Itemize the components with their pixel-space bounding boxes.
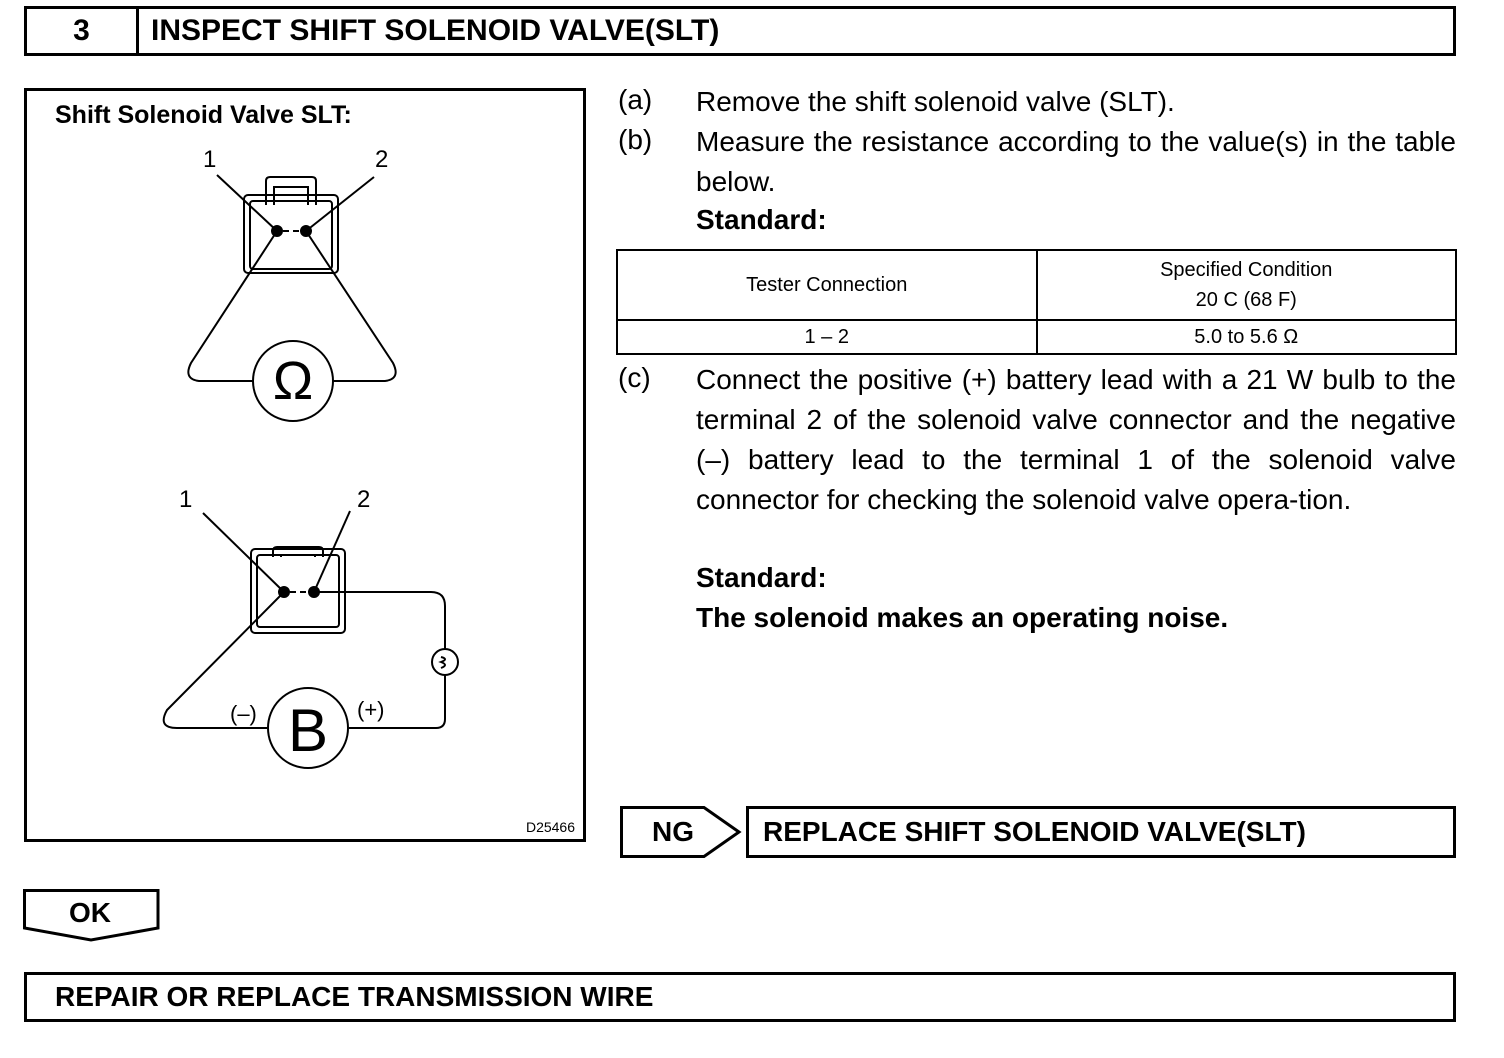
negative-lead bbox=[162, 591, 285, 729]
step-b-text: Measure the resistance according to the … bbox=[696, 126, 1456, 197]
step-b-standard: Standard: bbox=[696, 204, 827, 235]
lower-terminal-2-label: 2 bbox=[357, 486, 370, 513]
ng-tag: NG bbox=[620, 806, 742, 858]
ng-arrow-icon bbox=[620, 806, 742, 858]
step-a-label: (a) bbox=[618, 84, 653, 115]
upper-terminal-1-label: 1 bbox=[203, 146, 216, 173]
step-title: INSPECT SHIFT SOLENOID VALVE(SLT) bbox=[151, 14, 720, 47]
table-row: 1 – 2 5.0 to 5.6 Ω bbox=[616, 319, 1457, 355]
figure-id: D25466 bbox=[525, 819, 575, 835]
step-c-label: (c) bbox=[618, 362, 651, 393]
ok-arrow-icon bbox=[23, 889, 160, 942]
cell-connection: 1 – 2 bbox=[616, 319, 1038, 355]
spec-table: Tester Connection Specified Condition 20… bbox=[616, 249, 1457, 355]
header-condition-line2: 20 C (68 F) bbox=[1195, 289, 1297, 311]
battery-icon bbox=[267, 687, 349, 769]
solenoid-diagram: 1 2 Ω 1 2 B (–) (+) bbox=[162, 146, 459, 769]
step-c-text: Connect the positive (+) battery lead wi… bbox=[696, 364, 1456, 515]
upper-leader-1 bbox=[216, 174, 278, 232]
step-number: 3 bbox=[27, 9, 139, 53]
header-condition-line1: Specified Condition bbox=[1160, 259, 1333, 281]
positive-lead bbox=[314, 591, 446, 649]
lower-leader-1 bbox=[202, 512, 285, 593]
solenoid-figure: 1 2 Ω 1 2 B (–) (+) Shift Solenoid Valve… bbox=[24, 88, 586, 842]
battery-symbol: B bbox=[288, 697, 328, 764]
table-header-row: Tester Connection Specified Condition 20… bbox=[616, 249, 1457, 321]
ohmmeter-lead-2 bbox=[305, 230, 397, 382]
step-a-text: Remove the shift solenoid valve (SLT). bbox=[696, 86, 1175, 117]
cell-condition: 5.0 to 5.6 Ω bbox=[1035, 319, 1457, 355]
ok-label: OK bbox=[69, 897, 111, 928]
ok-tag: OK bbox=[22, 888, 162, 944]
figure-title: Shift Solenoid Valve SLT: bbox=[55, 101, 352, 129]
positive-lead-to-battery bbox=[349, 675, 446, 729]
header-specified-condition: Specified Condition 20 C (68 F) bbox=[1035, 249, 1457, 321]
ng-label: NG bbox=[652, 816, 694, 847]
negative-label: (–) bbox=[230, 701, 257, 726]
header-tester-connection: Tester Connection bbox=[616, 249, 1038, 321]
step-c-standard-value: The solenoid makes an operating noise. bbox=[696, 602, 1229, 633]
final-action: REPAIR OR REPLACE TRANSMISSION WIRE bbox=[24, 972, 1456, 1022]
bulb-icon bbox=[431, 648, 459, 676]
bulb-filament-icon bbox=[438, 656, 446, 669]
upper-leader-2 bbox=[305, 176, 375, 232]
positive-label: (+) bbox=[357, 697, 385, 722]
lower-leader-2 bbox=[313, 510, 351, 593]
upper-terminal-2-label: 2 bbox=[375, 146, 388, 173]
lower-connector-icon bbox=[250, 546, 346, 634]
ohmmeter-icon bbox=[252, 340, 334, 422]
step-header: 3 INSPECT SHIFT SOLENOID VALVE(SLT) bbox=[24, 6, 1456, 56]
ng-action: REPLACE SHIFT SOLENOID VALVE(SLT) bbox=[746, 806, 1456, 858]
step-b-label: (b) bbox=[618, 124, 653, 155]
ohmmeter-symbol: Ω bbox=[273, 351, 313, 411]
lower-terminal-1-label: 1 bbox=[179, 486, 192, 513]
ohmmeter-lead-1 bbox=[187, 230, 278, 382]
step-c-standard: Standard: bbox=[696, 562, 827, 593]
